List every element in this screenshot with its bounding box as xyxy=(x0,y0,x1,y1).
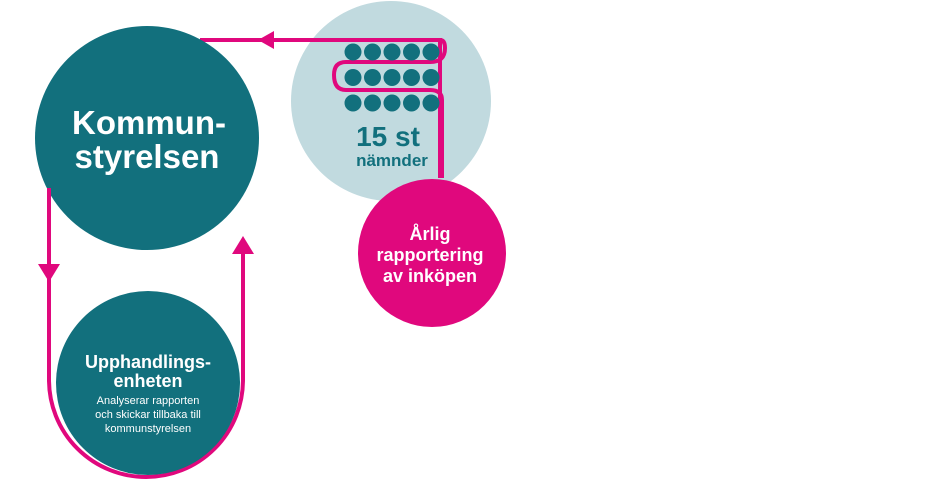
namnder-label: nämnder xyxy=(356,151,428,170)
upphandlingsenheten-title1: Upphandlings- xyxy=(85,352,211,372)
arrow-left-icon xyxy=(258,31,274,49)
namnd-dot xyxy=(383,43,401,61)
namnd-dot xyxy=(344,94,362,112)
upphandlingsenheten-circle xyxy=(56,291,240,475)
rapportering-line1: Årlig xyxy=(409,224,450,244)
kommunstyrelsen-line1: Kommun- xyxy=(72,104,226,141)
namnd-dot xyxy=(383,94,401,112)
namnd-dot xyxy=(422,94,440,112)
namnd-dot xyxy=(422,43,440,61)
rapportering-line2: rapportering xyxy=(376,245,483,265)
arrow-down-icon xyxy=(38,264,60,282)
upphandlingsenheten-desc2: och skickar tillbaka till xyxy=(95,409,201,421)
namnd-dot xyxy=(344,43,362,61)
namnd-dot xyxy=(403,69,420,86)
namnd-dot xyxy=(383,69,401,86)
namnd-dot xyxy=(344,69,362,86)
namnd-dot xyxy=(364,94,381,112)
namnd-dot xyxy=(422,69,440,86)
upphandlingsenheten-desc3: kommunstyrelsen xyxy=(105,423,191,435)
rapportering-line3: av inköpen xyxy=(383,266,477,286)
namnd-dot xyxy=(403,43,420,61)
kommunstyrelsen-line2: styrelsen xyxy=(75,138,220,175)
serpentine-line xyxy=(331,38,448,178)
namnd-dot xyxy=(364,69,381,86)
namnder-count: 15 st xyxy=(356,121,420,152)
upphandlingsenheten-desc1: Analyserar rapporten xyxy=(97,395,200,407)
kommunstyrelsen-circle xyxy=(35,26,259,250)
rapportering-circle xyxy=(358,179,506,327)
namnd-dot xyxy=(403,94,420,112)
namnder-dots xyxy=(344,43,440,112)
flow-loop xyxy=(47,188,245,479)
arrow-up-icon xyxy=(232,236,254,254)
namnd-dot xyxy=(364,43,381,61)
upphandlingsenheten-title2: enheten xyxy=(113,371,182,391)
